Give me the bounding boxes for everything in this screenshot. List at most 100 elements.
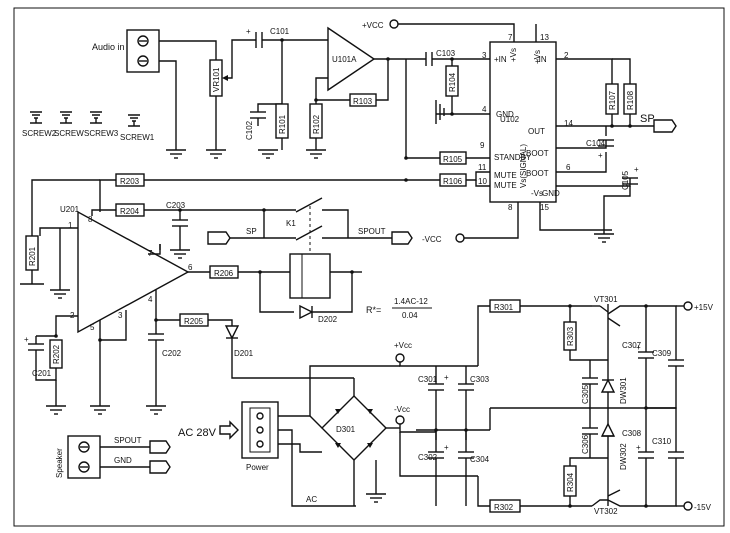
u102-pin-label: GND [496, 110, 514, 119]
screw-icons [30, 111, 140, 127]
r302-label: R302 [494, 503, 514, 512]
r204-label: R204 [120, 207, 140, 216]
c305-label: C305 [581, 384, 590, 404]
r104-label: R104 [448, 72, 457, 92]
pin-number: 8 [88, 215, 93, 224]
pos15-label: +15V [694, 303, 714, 312]
c308-label: C308 [622, 429, 642, 438]
svg-text:+: + [444, 373, 449, 382]
c201-label: C201 [32, 369, 52, 378]
pin-number: 4 [482, 105, 487, 114]
spout-net-label: SPOUT [358, 227, 386, 236]
u102-pin-label: +IN [494, 55, 507, 64]
svg-text:+: + [598, 151, 603, 160]
pin-number: 3 [118, 311, 123, 320]
audio-in-label: Audio in [92, 42, 125, 52]
pin-number: 11 [478, 163, 487, 172]
speaker-spout-label: SPOUT [114, 436, 142, 445]
audio-in-connector [126, 29, 160, 73]
ac-input-label: AC 28V [178, 427, 217, 439]
c203-label: C203 [166, 201, 186, 210]
svg-text:+: + [444, 443, 449, 452]
vt301-label: VT301 [594, 295, 618, 304]
u102-pin-label: -Vs [531, 189, 543, 198]
neg15-label: -15V [694, 503, 712, 512]
formula-denominator: 0.04 [402, 311, 418, 320]
pin-number: 7 [508, 33, 513, 42]
c302-label: C302 [418, 453, 438, 462]
ground-symbol [166, 149, 186, 159]
r107-label: R107 [608, 90, 617, 110]
pin-number: 15 [540, 203, 549, 212]
screw-label: SCREW2 [22, 129, 57, 138]
ground-symbol [306, 149, 326, 159]
u201-amplifier [77, 210, 190, 334]
svg-text:+: + [636, 343, 641, 352]
ground-symbol [46, 405, 66, 415]
power-label: Power [246, 463, 269, 472]
r101-label: R101 [278, 114, 287, 134]
c310-label: C310 [652, 437, 672, 446]
sp-net-label: SP [246, 227, 257, 236]
pin-number: 13 [540, 33, 549, 42]
r205-label: R205 [184, 317, 204, 326]
c303-label: C303 [470, 375, 490, 384]
spout-port [391, 231, 413, 245]
r202-label: R202 [52, 344, 61, 364]
r303-label: R303 [566, 326, 575, 346]
pin-number: 8 [508, 203, 513, 212]
pos-vcc-small-label: +Vcc [394, 341, 412, 350]
u102-pin-label: GND [542, 189, 560, 198]
sp-port [207, 231, 231, 245]
u102-pin-label: OUT [528, 127, 545, 136]
u101a-label: U101A [332, 55, 357, 64]
speaker-gnd-port [149, 460, 171, 474]
r206-label: R206 [214, 269, 234, 278]
pin-number: 9 [480, 141, 485, 150]
svg-text:+: + [636, 443, 641, 452]
d202-label: D202 [318, 315, 338, 324]
formula-lhs: R*= [366, 305, 381, 315]
r102-label: R102 [312, 114, 321, 134]
u102-pin-label: +Vs [509, 48, 518, 62]
formula-numerator: 1.4AC-12 [394, 297, 428, 306]
svg-text:+: + [246, 27, 251, 36]
pin-number: 4 [148, 295, 153, 304]
ground-symbol [90, 405, 110, 415]
r202-resistor [49, 339, 63, 369]
pin-number: 2 [564, 51, 569, 60]
r201-label: R201 [28, 246, 37, 266]
pin-number: 5 [90, 323, 95, 332]
sp-net-label: SP [640, 113, 655, 125]
u102-pin-label: STANDBY [494, 153, 532, 162]
pin-number: 10 [478, 177, 487, 186]
speaker-spout-port [149, 440, 171, 454]
c307-label: C307 [622, 341, 642, 350]
c306-label: C306 [581, 434, 590, 454]
d301-label: D301 [336, 425, 356, 434]
d202-diode [299, 304, 314, 320]
u101a-opamp [327, 26, 376, 92]
screw-label: SCREW1 [120, 133, 155, 142]
pin-number: 6 [566, 163, 571, 172]
r103-label: R103 [353, 97, 373, 106]
c104-label: C104 [586, 139, 606, 148]
pin-number: 14 [564, 119, 573, 128]
neg-vcc-label: -VCC [422, 235, 442, 244]
u102-label: U102 [500, 115, 520, 124]
ground-symbol [258, 149, 278, 159]
r304-label: R304 [566, 472, 575, 492]
d201-label: D201 [234, 349, 254, 358]
c103-label: C103 [436, 49, 456, 58]
neg-vcc-small-label: -Vcc [394, 405, 410, 414]
svg-text:+: + [24, 335, 29, 344]
pos-vcc-label: +VCC [362, 21, 384, 30]
screw-label: SCREW [54, 129, 84, 138]
ground-symbol [146, 405, 166, 415]
speaker-gnd-label: GND [114, 456, 132, 465]
pin-number: 6 [188, 263, 193, 272]
speaker-connector [67, 435, 101, 479]
sp-port [653, 119, 677, 133]
